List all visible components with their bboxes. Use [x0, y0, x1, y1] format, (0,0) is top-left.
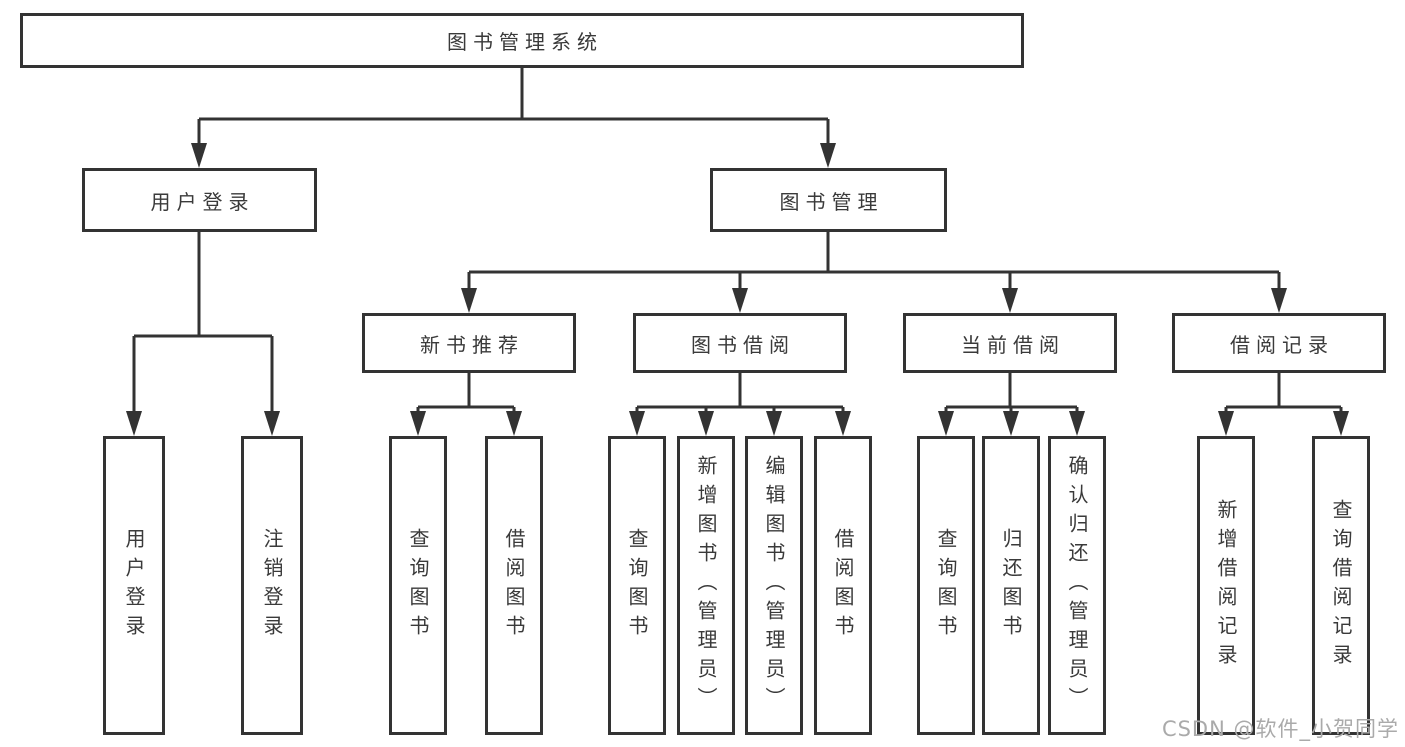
leaf-query-books-borrow-label: 查询图书: [625, 527, 649, 644]
leaf-query-borrow-record-label: 查询借阅记录: [1329, 498, 1353, 673]
node-current-borrowing-label: 当前借阅: [961, 332, 1065, 357]
leaf-add-borrow-record-label: 新增借阅记录: [1214, 498, 1238, 673]
node-user-login: 用户登录: [82, 168, 317, 232]
node-root: 图书管理系统: [20, 13, 1024, 68]
leaf-add-books-admin: 新增图书（管理员）: [677, 436, 735, 735]
leaf-query-books-current: 查询图书: [917, 436, 975, 735]
leaf-query-books-borrow: 查询图书: [608, 436, 666, 735]
leaf-query-books-recommend-label: 查询图书: [406, 527, 430, 644]
csdn-watermark: CSDN @软件_小贺同学: [1161, 717, 1399, 741]
leaf-edit-books-admin-label: 编辑图书（管理员）: [762, 455, 786, 716]
node-new-book-recommend: 新书推荐: [362, 313, 576, 373]
node-book-management-label: 图书管理: [779, 189, 884, 214]
arrowheads: [126, 143, 1349, 436]
leaf-borrow-books: 借阅图书: [814, 436, 872, 735]
leaf-logout: 注销登录: [241, 436, 303, 735]
leaf-return-books: 归还图书: [982, 436, 1040, 735]
leaf-add-books-admin-label: 新增图书（管理员）: [694, 455, 718, 716]
node-borrowing-records: 借阅记录: [1172, 313, 1386, 373]
node-new-book-recommend-label: 新书推荐: [420, 332, 524, 357]
node-book-borrowing: 图书借阅: [633, 313, 847, 373]
leaf-edit-books-admin: 编辑图书（管理员）: [745, 436, 803, 735]
node-book-management: 图书管理: [710, 168, 947, 232]
leaf-user-login: 用户登录: [103, 436, 165, 735]
leaf-query-books-current-label: 查询图书: [934, 527, 958, 644]
leaf-borrow-books-recommend: 借阅图书: [485, 436, 543, 735]
leaf-borrow-books-label: 借阅图书: [831, 527, 855, 644]
leaf-confirm-return-admin-label: 确认归还（管理员）: [1065, 455, 1089, 716]
node-current-borrowing: 当前借阅: [903, 313, 1117, 373]
node-book-borrowing-label: 图书借阅: [691, 332, 795, 357]
leaf-return-books-label: 归还图书: [999, 527, 1023, 644]
leaf-confirm-return-admin: 确认归还（管理员）: [1048, 436, 1106, 735]
node-borrowing-records-label: 借阅记录: [1230, 332, 1334, 357]
node-root-label: 图书管理系统: [447, 30, 603, 54]
leaf-logout-label: 注销登录: [260, 527, 284, 644]
leaf-user-login-label: 用户登录: [122, 527, 146, 644]
leaf-query-books-recommend: 查询图书: [389, 436, 447, 735]
leaf-borrow-books-recommend-label: 借阅图书: [502, 527, 526, 644]
leaf-query-borrow-record: 查询借阅记录: [1312, 436, 1370, 735]
leaf-add-borrow-record: 新增借阅记录: [1197, 436, 1255, 735]
node-user-login-label: 用户登录: [150, 189, 255, 214]
